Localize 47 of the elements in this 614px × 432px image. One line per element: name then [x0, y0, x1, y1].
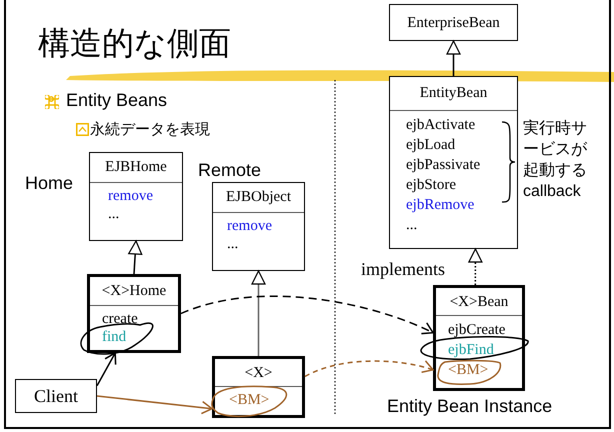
method-name: remove [227, 216, 272, 234]
inheritance-arrow [251, 270, 266, 356]
slide-title: 構造的な側面 [38, 24, 231, 63]
class-box [87, 274, 181, 353]
method-name: ejbStore [406, 176, 456, 194]
class-name: EntityBean [420, 84, 488, 102]
method-name: find [102, 328, 126, 346]
method-name: ejbRemove [406, 196, 474, 214]
class-box [389, 4, 518, 41]
inheritance-arrow [446, 40, 461, 76]
method-name: ejbCreate [448, 321, 506, 340]
class-box [15, 379, 97, 413]
method-name: ... [406, 216, 418, 234]
method-name: remove [108, 186, 153, 204]
bullet-text: Entity Beans [66, 90, 168, 111]
dispatch-arrow [304, 360, 434, 378]
interface-label: Home [25, 173, 74, 194]
class-name: EJBObject [226, 188, 291, 206]
class-box [212, 182, 305, 271]
inheritance-arrow [128, 240, 142, 274]
method-name: create [102, 310, 138, 328]
method-name: ejbActivate [406, 116, 476, 134]
method-name: ejbFind [448, 341, 494, 360]
callback-note: 実行時サービスが起動するcallback [523, 118, 588, 202]
class-name: Client [34, 387, 78, 405]
dispatch-arrow [180, 296, 434, 335]
class-box [433, 285, 525, 391]
class-name: EJBHome [105, 158, 167, 176]
implements-arrow [468, 248, 482, 285]
interface-label: Remote [198, 160, 262, 181]
method-name: <BM> [448, 361, 488, 380]
instance-label: Entity Bean Instance [387, 396, 552, 417]
class-box [89, 152, 183, 241]
method-name: ejbPassivate [406, 156, 480, 174]
class-name: EnterpriseBean [407, 14, 500, 32]
class-box [212, 356, 305, 418]
method-name: ... [227, 234, 238, 252]
class-name: <X> [244, 364, 272, 382]
method-name: ... [108, 204, 120, 222]
call-arrow [96, 352, 116, 386]
class-name: <X>Home [102, 282, 166, 300]
call-arrow [96, 395, 213, 414]
method-name: ejbLoad [406, 136, 456, 154]
class-name: <X>Bean [450, 292, 508, 310]
bullet-text: 永続データを表現 [90, 120, 210, 139]
method-name: <BM> [229, 391, 270, 409]
class-box [389, 76, 518, 249]
